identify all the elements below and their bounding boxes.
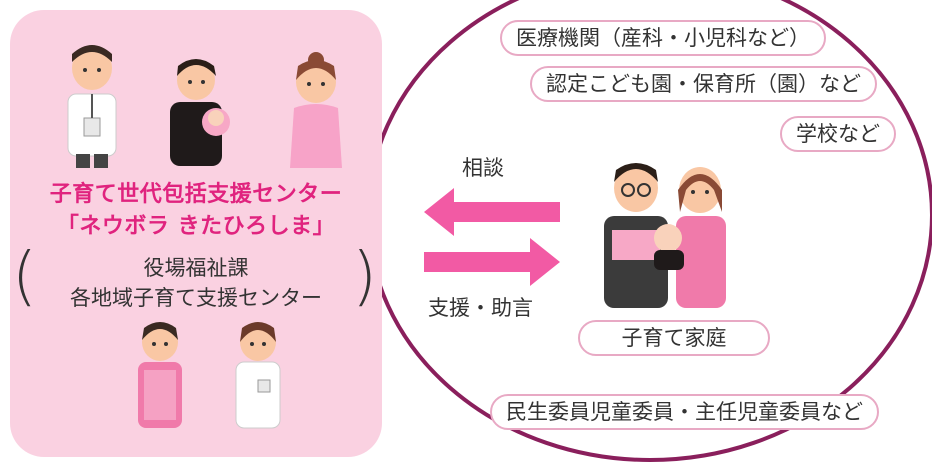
open-paren: ( [12,240,37,314]
staff-apron-icon [138,322,182,428]
center-sub-line1: 役場福祉課 [143,256,249,280]
center-title-line1: 子育て世代包括支援センター [49,182,343,207]
partner-welfare: 民生委員児童委員・主任児童委員など [490,394,879,430]
staff-man-icon [67,45,117,168]
center-sub-line2: 各地域子育て支援センター [70,286,322,310]
staff-holding-baby-icon [170,59,230,166]
close-paren: ) [352,240,377,314]
family-label: 子育て家庭 [578,320,770,356]
staff-woman-pink-icon [290,52,342,168]
center-title-line2: 「ネウボラ きたひろしま」 [56,214,336,239]
family-icon [604,163,726,308]
staff-nurse-icon [235,322,281,429]
partner-medical: 医療機関（産科・小児科など） [500,20,826,56]
partner-school: 学校など [780,116,896,152]
support-label: 支援・助言 [428,296,533,320]
arrow-right-icon [424,238,560,286]
partner-nursery: 認定こども園・保育所（園）など [530,66,877,102]
consult-label: 相談 [462,156,504,180]
arrow-left-icon [424,188,560,236]
